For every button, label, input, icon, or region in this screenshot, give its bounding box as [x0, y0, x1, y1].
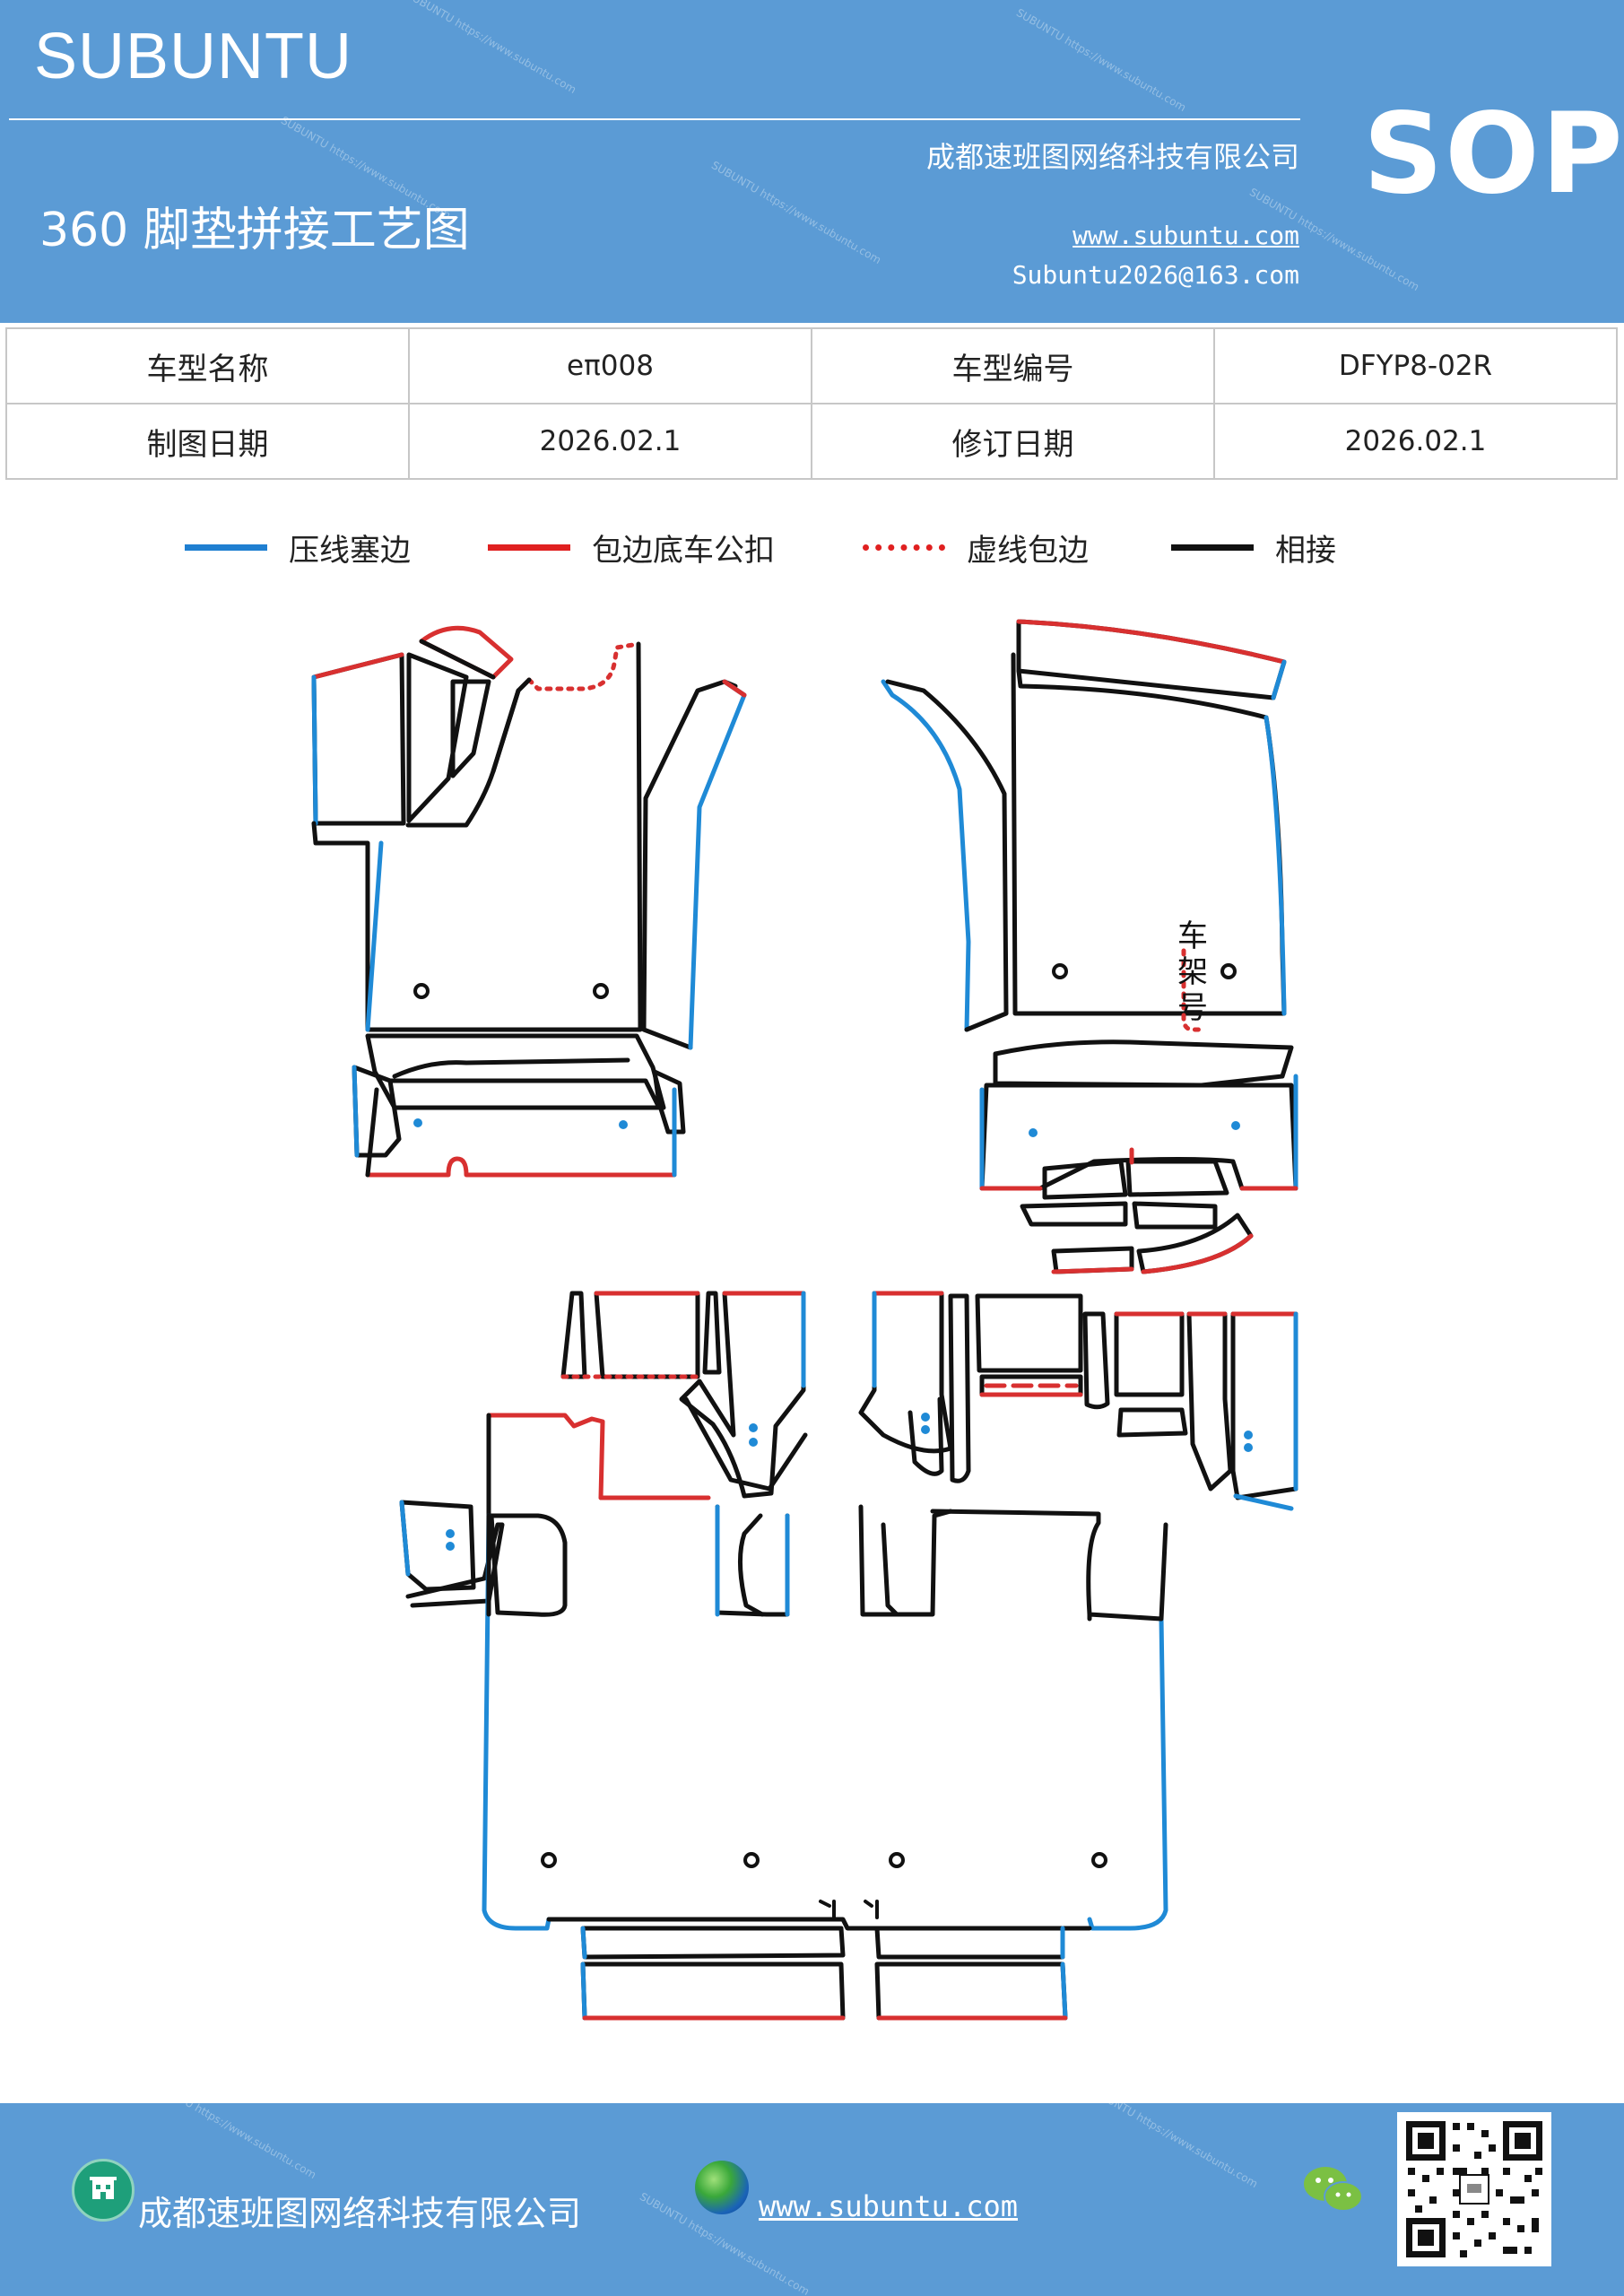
rear-floor-mat [482, 1504, 1168, 2021]
legend-label: 相接 [1275, 532, 1336, 569]
vehicle-info-table: 车型名称 eπ008 车型编号 DFYP8-02R 制图日期 2026.02.1… [5, 327, 1618, 480]
model-name-value: eπ008 [408, 327, 812, 404]
globe-icon [695, 2161, 749, 2214]
rear-right-pieces [858, 1291, 1298, 1511]
table-row: 车型名称 eπ008 车型编号 DFYP8-02R [5, 327, 1618, 404]
model-name-label: 车型名称 [5, 327, 410, 404]
model-code-label: 车型编号 [811, 327, 1215, 404]
brand-logo-text: SUBUNTU [34, 21, 353, 92]
line-legend: 压线塞边 包边底车公扣 虚线包边 相接 [0, 522, 1624, 572]
header-banner: SUBUNTU https://www.subuntu.com SUBUNTU … [0, 0, 1624, 323]
legend-label: 压线塞边 [289, 532, 411, 569]
legend-swatch [863, 544, 945, 551]
model-code-value: DFYP8-02R [1213, 327, 1618, 404]
legend-item-joined: 相接 [1171, 522, 1336, 572]
draw-date-label: 制图日期 [5, 403, 410, 480]
footer-website-link[interactable]: www.subuntu.com [759, 2189, 1018, 2223]
legend-swatch [488, 544, 570, 551]
vin-label-3: 号 [1177, 990, 1208, 1026]
building-icon [72, 2159, 135, 2222]
qr-code-graphic [1406, 2121, 1542, 2257]
front-right-mat [881, 619, 1298, 1274]
building-icon-graphic [90, 2177, 117, 2199]
front-left-mat [311, 625, 747, 1178]
footer-company-name: 成都速班图网络科技有限公司 [138, 2194, 582, 2233]
vin-label-1: 车 [1177, 918, 1208, 954]
legend-swatch [185, 544, 267, 551]
qr-code [1397, 2112, 1551, 2266]
revision-date-value: 2026.02.1 [1213, 403, 1618, 480]
draw-date-value: 2026.02.1 [408, 403, 812, 480]
header-email: Subuntu2026@163.com [1012, 260, 1299, 290]
legend-item-press-line: 压线塞边 [185, 522, 411, 572]
page-title: 360 脚垫拼接工艺图 [39, 204, 470, 257]
rear-upper-pieces [399, 1291, 808, 1617]
vin-label-2: 架 [1177, 954, 1208, 990]
legend-label: 虚线包边 [967, 532, 1089, 569]
header-company-name: 成都速班图网络科技有限公司 [925, 140, 1299, 174]
wechat-icon [1304, 2167, 1363, 2212]
legend-label: 包边底车公扣 [592, 532, 775, 569]
header-divider [9, 118, 1300, 120]
legend-item-dashed-wrap: 虚线包边 [863, 522, 1089, 572]
revision-date-label: 修订日期 [811, 403, 1215, 480]
sop-label: SOP [1363, 90, 1624, 219]
table-row: 制图日期 2026.02.1 修订日期 2026.02.1 [5, 403, 1618, 480]
legend-swatch [1171, 544, 1254, 551]
legend-item-edge-wrap: 包边底车公扣 [488, 522, 775, 572]
footer-banner: SUBUNTU https://www.subuntu.com SUBUNTU … [0, 2103, 1624, 2296]
header-website-link[interactable]: www.subuntu.com [1073, 221, 1299, 250]
floor-mat-diagram: 车 架 号 [311, 619, 1298, 2021]
